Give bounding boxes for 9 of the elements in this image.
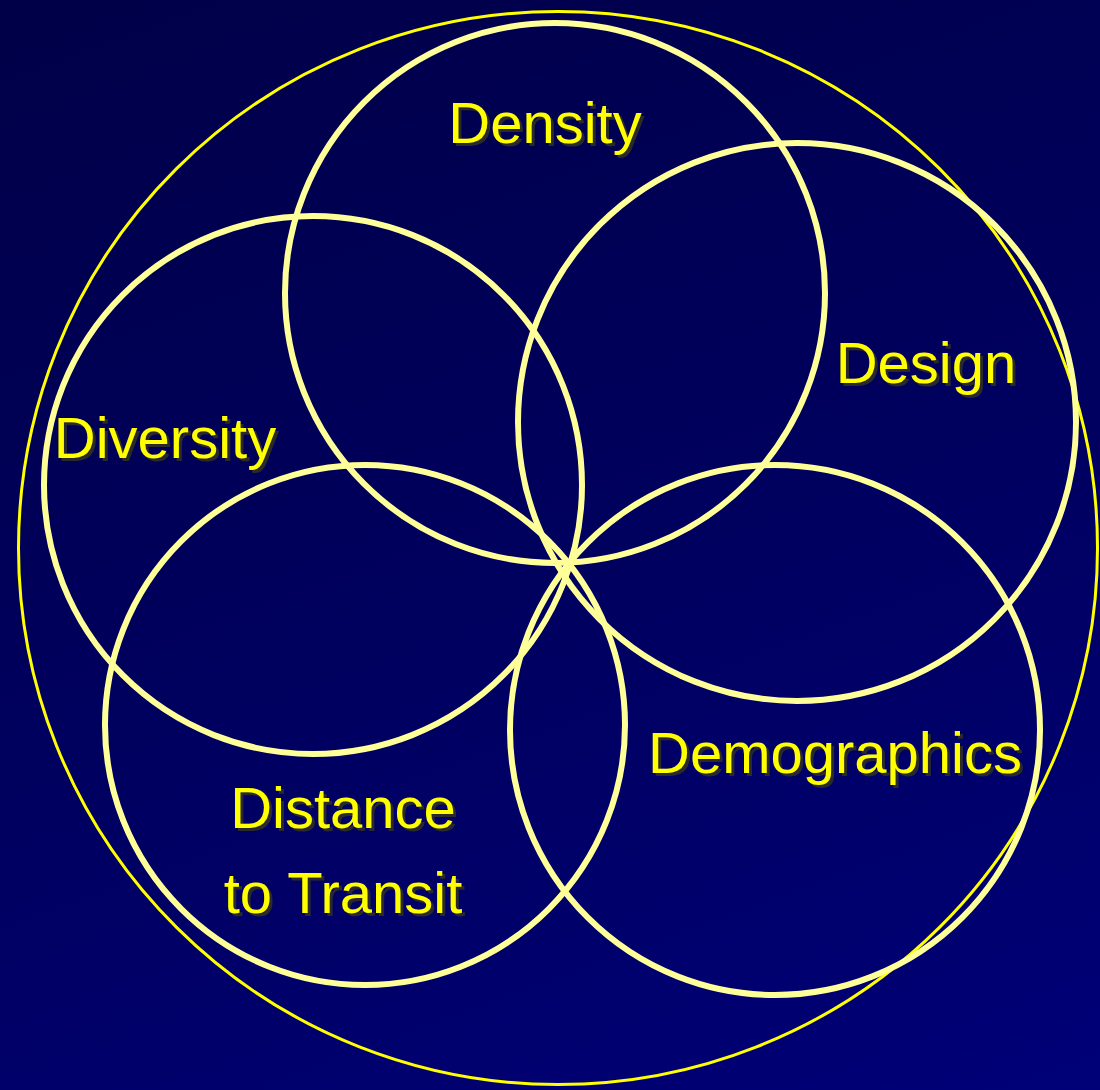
venn-circle [41,213,585,757]
venn-circle [282,20,828,566]
circle-label: Diversity [53,404,277,472]
circle-label: Density [448,89,642,157]
circle-label: Demographics [648,719,1022,787]
circle-label: Distance to Transit [222,774,464,927]
venn-circle [507,462,1043,998]
enclosing-circle [17,10,1099,1086]
circle-label: Design [835,329,1017,397]
